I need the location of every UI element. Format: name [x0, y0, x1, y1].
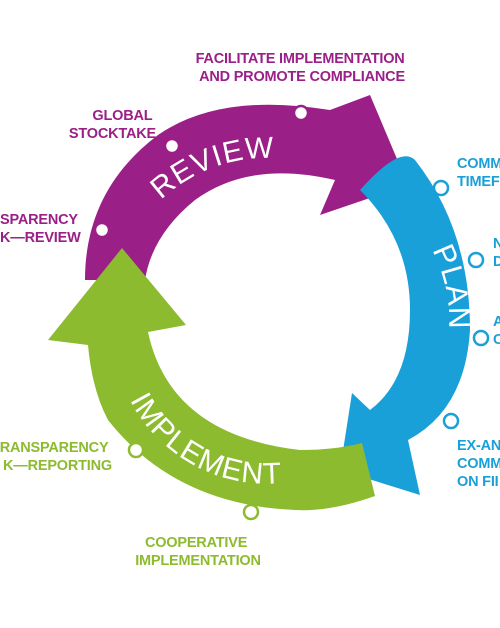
label-transparency-reporting: RANSPARENCY K—REPORTING — [0, 440, 112, 474]
node-plan-2 — [467, 251, 485, 269]
label-plan-node-3: A C — [493, 314, 500, 348]
label-plan-node-2: N D — [493, 236, 500, 270]
label-global-stocktake: GLOBAL STOCKTAKE — [69, 108, 157, 142]
node-cooperative — [242, 503, 260, 521]
plan-arrow — [340, 156, 470, 495]
node-ex-ante — [442, 412, 460, 430]
implement-arrow — [48, 248, 375, 511]
node-global-stocktake — [163, 137, 181, 155]
node-transparency-reporting — [127, 441, 145, 459]
node-plan-3 — [472, 329, 490, 347]
label-cooperative: COOPERATIVE IMPLEMENTATION — [135, 535, 261, 569]
label-ex-ante: EX-AN COMM ON FII — [457, 438, 500, 490]
node-commitment-timeframe — [432, 179, 450, 197]
node-transparency-review — [93, 221, 111, 239]
label-commitment-timeframe: COMM TIMEF — [457, 156, 500, 190]
node-facilitate — [292, 104, 310, 122]
label-transparency-review: SPARENCY K—REVIEW — [0, 212, 81, 246]
label-facilitate: FACILITATE IMPLEMENTATION AND PROMOTE CO… — [196, 51, 409, 85]
